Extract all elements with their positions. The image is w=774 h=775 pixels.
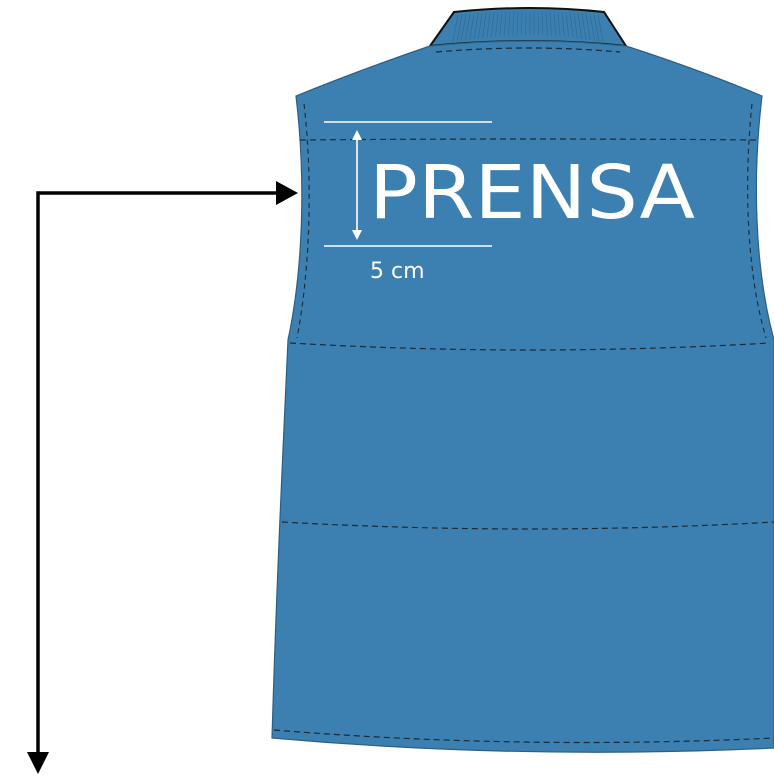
quilt-seam-2 <box>289 342 771 351</box>
left-armhole-seam <box>296 103 310 339</box>
callout-arrowhead-right <box>276 181 298 205</box>
collar-seam <box>435 47 621 53</box>
dimension-arrow-up <box>352 130 362 140</box>
collar-rib-line <box>553 11 557 37</box>
collar-rib-line <box>573 12 578 39</box>
collar-rib-line <box>503 11 507 36</box>
collar-rib-line <box>469 13 475 40</box>
collar-rib-line <box>557 11 561 37</box>
right-armhole-seam <box>747 103 767 339</box>
print-text: PRENSA <box>369 150 695 236</box>
collar-rib-line <box>585 13 591 41</box>
collar-rib-line <box>460 13 467 42</box>
collar-rib-line <box>495 11 499 37</box>
collar-rib-line <box>482 12 487 39</box>
dimension-label: 5 cm <box>370 259 425 284</box>
collar-rib-line <box>456 14 463 42</box>
collar-rib-line <box>508 11 511 36</box>
collar-rib-line <box>589 13 595 41</box>
collar-rib-line <box>490 11 495 38</box>
quilt-seam-1 <box>299 138 761 141</box>
dimension-arrow-down <box>352 230 362 240</box>
collar-rib-line <box>465 13 471 41</box>
collar-rib-line <box>545 11 548 36</box>
vest-body <box>271 40 774 753</box>
collar-rib-line <box>593 14 600 42</box>
collar-rib-line <box>521 11 523 36</box>
collar-rib-line <box>499 11 503 37</box>
collar-rib-line <box>452 14 459 43</box>
quilt-seam-3 <box>281 521 774 530</box>
collar-rib-line <box>561 11 565 37</box>
collar-rib-line <box>569 12 574 38</box>
collar-rib-line <box>512 11 515 36</box>
collar <box>427 7 628 48</box>
collar-rib-line <box>581 13 587 40</box>
collar-rib-line <box>516 11 519 36</box>
hem-seam <box>273 729 774 744</box>
collar-rib-line <box>597 14 604 43</box>
collar-rib-line <box>473 13 479 40</box>
collar-rib-line <box>541 11 544 36</box>
callout-arrow <box>27 181 298 774</box>
collar-rib-line <box>486 12 491 38</box>
collar-rib-line <box>537 11 539 36</box>
callout-arrowhead-down <box>27 752 49 774</box>
collar-rib-line <box>577 12 582 39</box>
collar-rib-line <box>549 11 552 36</box>
collar-rib-line <box>478 12 483 39</box>
collar-rib-line <box>565 12 570 38</box>
